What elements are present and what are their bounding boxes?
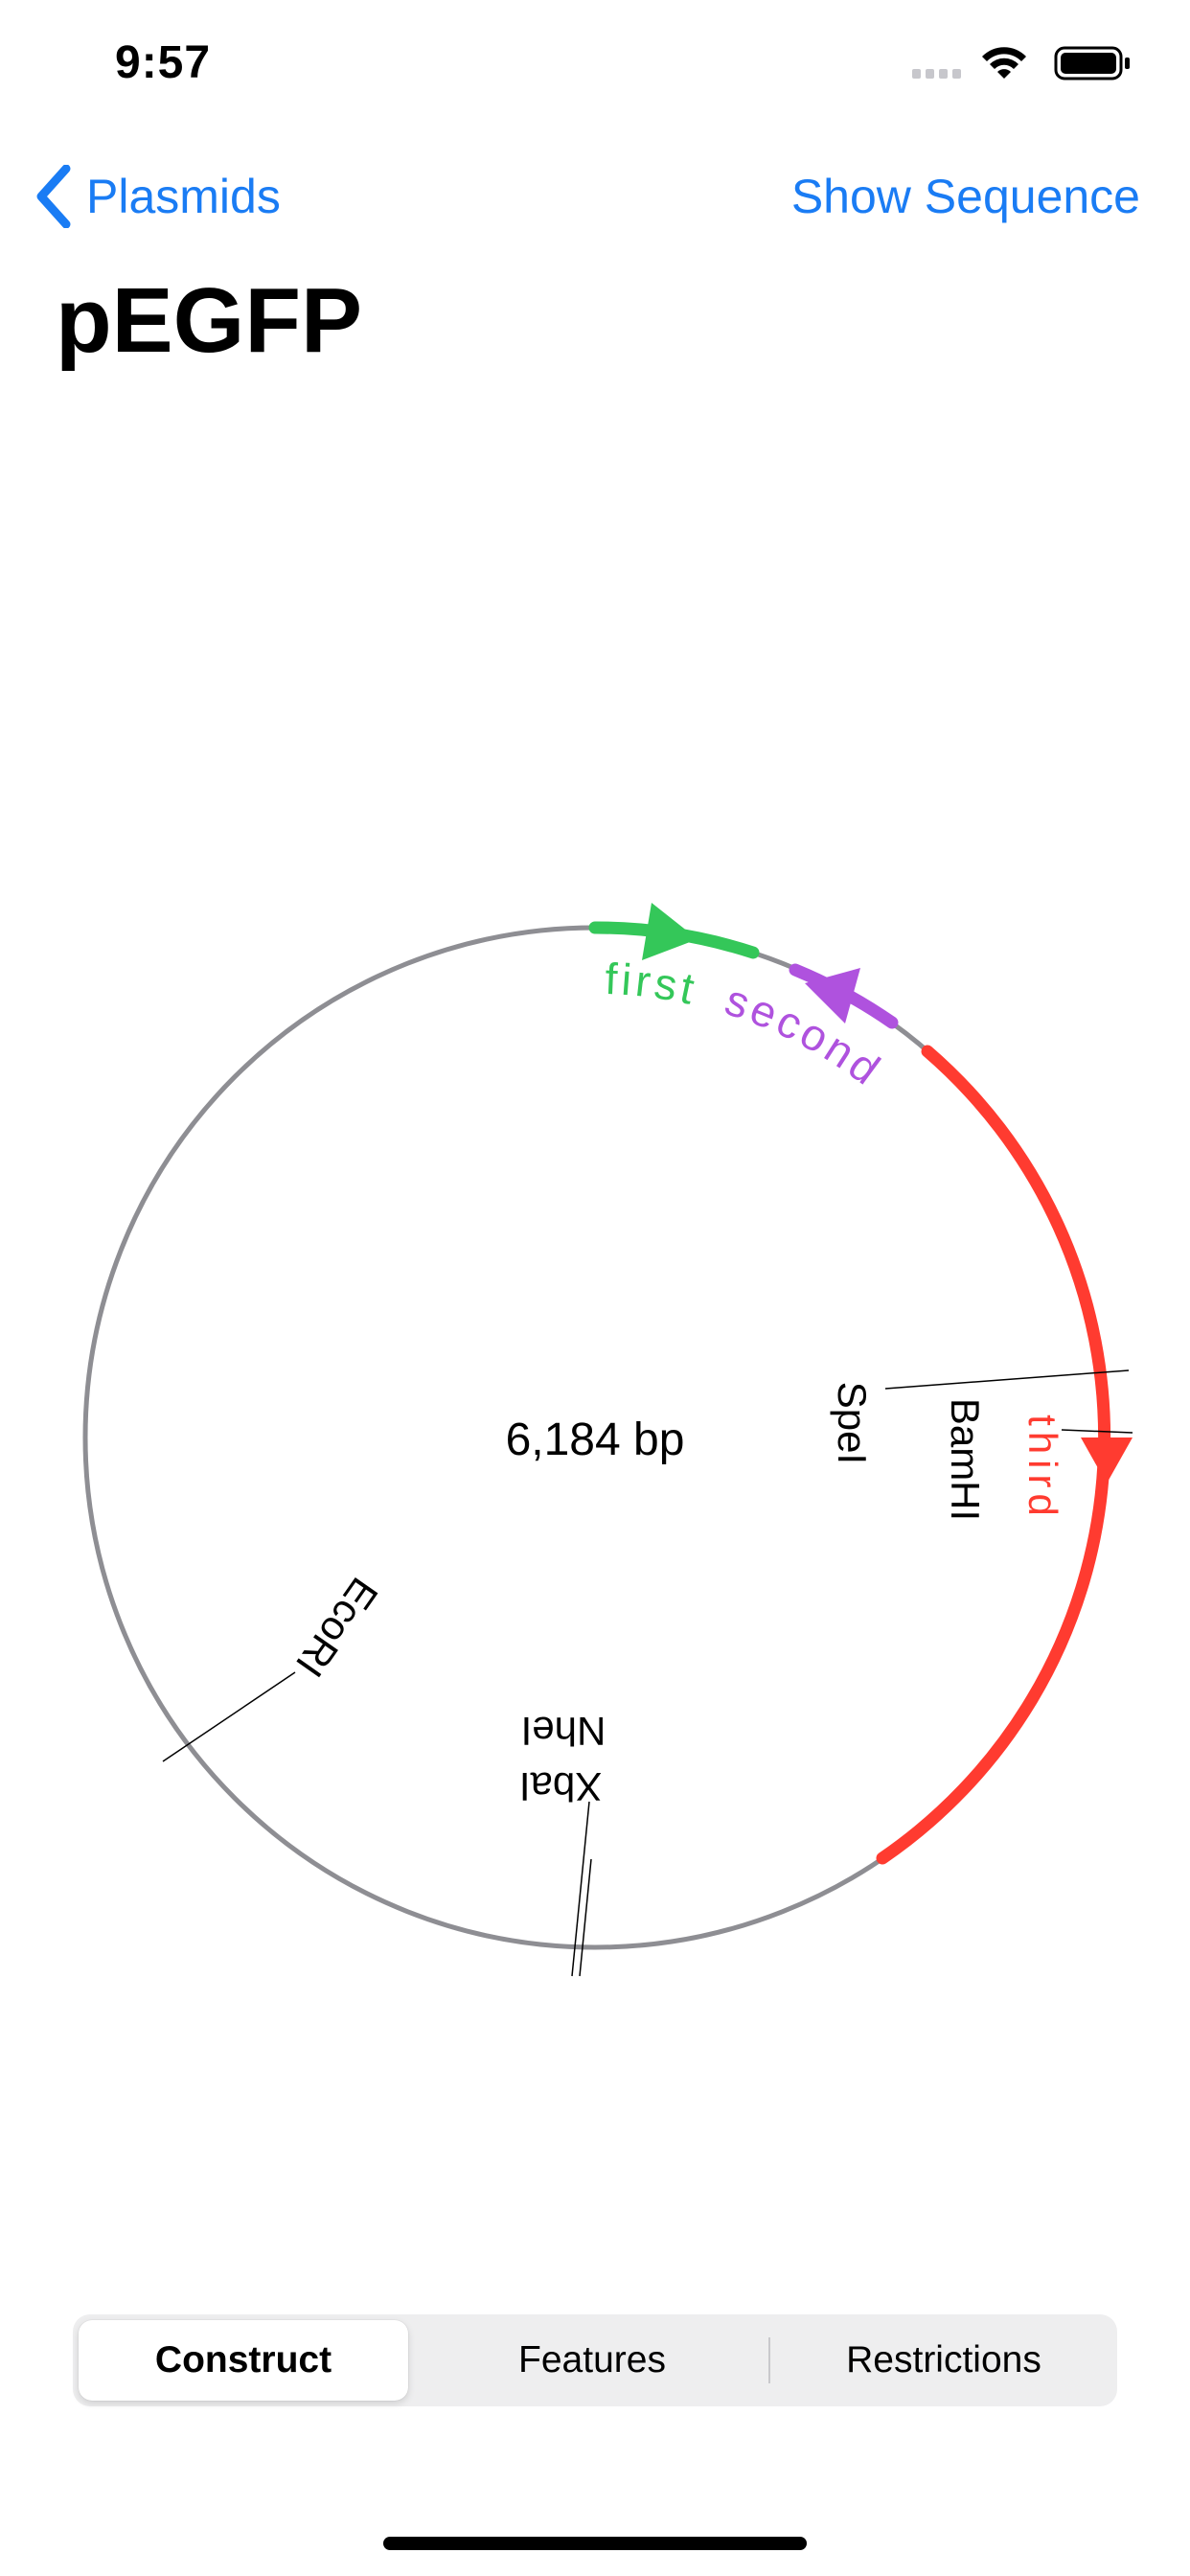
site-label-spei: SpeI: [830, 1382, 875, 1464]
page-title: pEGFP: [56, 269, 363, 372]
site-label-ecori: EcoRI: [287, 1570, 387, 1686]
site-line-ecori: [162, 1671, 296, 1762]
chevron-left-icon: [36, 165, 71, 228]
site-label-xbai: XbaI: [519, 1764, 602, 1809]
site-line-xbai: [579, 1858, 592, 1977]
segment-restrictions[interactable]: Restrictions: [846, 2339, 1041, 2380]
site-label-bamhi: BamHI: [943, 1398, 988, 1521]
site-line-spei: [884, 1369, 1130, 1390]
segment-construct[interactable]: Construct: [154, 2339, 332, 2380]
feature-arrow-third: [1081, 1438, 1133, 1484]
wifi-icon: [982, 47, 1026, 79]
feature-arrow-second: [805, 968, 860, 1024]
feature-label-first: first: [605, 954, 702, 1015]
feature-arc-third: [876, 1045, 1111, 1865]
site-label-nhei: NheI: [521, 1709, 606, 1754]
view-segmented-control: Construct Features Restrictions: [73, 2314, 1117, 2406]
navigation-bar: Plasmids Show Sequence: [0, 144, 1190, 240]
status-icons: [912, 42, 1133, 84]
plasmid-map[interactable]: 6,184 bp first second third SpeI BamHI E…: [0, 0, 1190, 2204]
show-sequence-button[interactable]: Show Sequence: [790, 170, 1140, 223]
battery-icon: [1054, 46, 1130, 80]
feature-label-third: third: [1020, 1414, 1065, 1522]
site-line-nhei: [571, 1801, 590, 1977]
status-time: 9:57: [115, 37, 212, 88]
back-button-label: Plasmids: [86, 170, 281, 223]
plasmid-size-label: 6,184 bp: [506, 1414, 685, 1465]
feature-arrow-first: [642, 903, 698, 960]
segment-features[interactable]: Features: [518, 2339, 666, 2380]
back-button[interactable]: Plasmids: [34, 163, 281, 230]
segment-selection-indicator: [79, 2320, 408, 2401]
segment-divider: [768, 2337, 770, 2383]
home-indicator[interactable]: [383, 2537, 807, 2550]
status-bar: 9:57: [0, 0, 1190, 126]
cellular-signal-icon: [912, 69, 961, 79]
site-line-bamhi: [1061, 1429, 1133, 1434]
feature-label-second: second: [720, 975, 892, 1096]
